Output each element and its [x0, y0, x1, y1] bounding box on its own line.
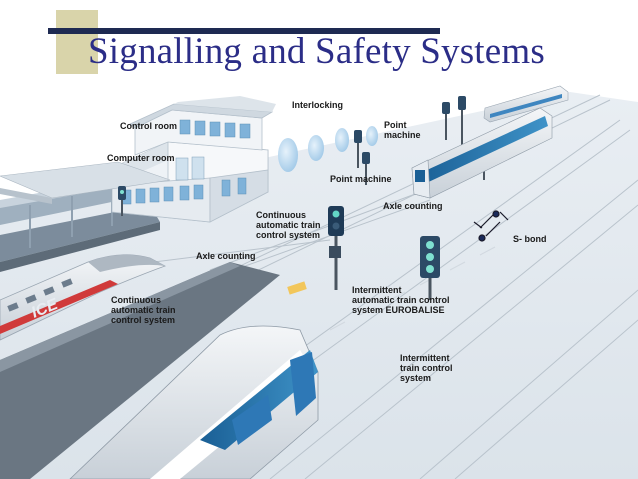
ice-train: ICE: [0, 254, 166, 341]
train-icon: [411, 107, 553, 199]
platform-canopy: [0, 161, 171, 204]
trees: [278, 126, 378, 172]
train-icon: [69, 325, 319, 479]
navy-accent-line-top: [48, 28, 440, 34]
tan-accent-block-left: [56, 10, 98, 74]
intermittent-tcs-label: Intermittent train control system: [400, 353, 453, 383]
s-bond-label: S- bond: [513, 234, 547, 244]
slide-title: Signalling and Safety Systems: [88, 31, 545, 72]
intermittent-eurobalise-label: Intermittent automatic train control sys…: [352, 285, 450, 315]
eurobalise-icon: [287, 281, 307, 295]
signal-icon: [420, 236, 440, 300]
axle-counting-left-label: Axle counting: [196, 251, 256, 261]
signal-icon: [118, 186, 126, 216]
computer-room-label: Computer room: [107, 153, 175, 163]
platform-lower: [0, 262, 280, 479]
axle-counting-right-label: Axle counting: [383, 201, 443, 211]
signal-icon: [328, 206, 344, 290]
point-machine-label: Point machine: [330, 174, 392, 184]
interlocking-label: Interlocking: [292, 100, 344, 110]
continuous-atc-left-label: Continuous automatic train control syste…: [111, 295, 176, 325]
track-sleepers: [329, 246, 496, 331]
continuous-atc-center-label: Continuous automatic train control syste…: [256, 210, 321, 240]
control-room-label: Control room: [120, 121, 177, 131]
train-icon: [483, 85, 569, 123]
s-bond-icon: [473, 210, 509, 242]
point-machine-top-label: Point machine: [384, 120, 421, 140]
